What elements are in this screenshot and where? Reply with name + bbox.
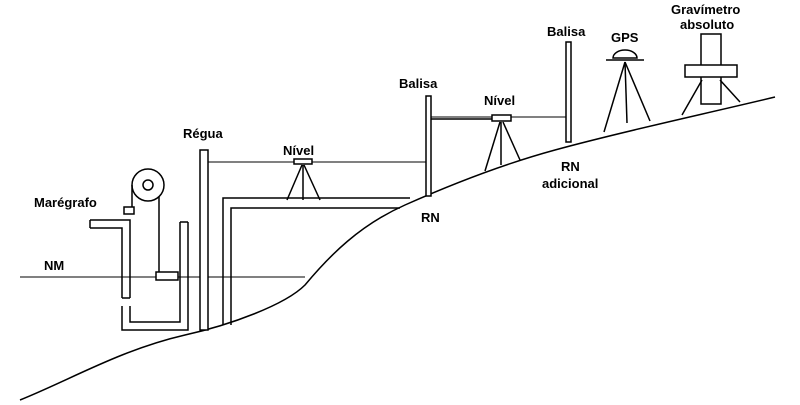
staff-label: Régua [183,126,224,141]
absolute-gravimeter [681,33,741,116]
level-1-label: Nível [283,143,314,158]
gps-label: GPS [611,30,639,45]
gravimeter-label-line2: absoluto [680,17,734,32]
nm-label: NM [44,258,64,273]
leveling-rod-1 [425,95,432,197]
level-2-label: Nível [484,93,515,108]
tide-staff [199,149,209,331]
level-instrument-2 [484,114,521,172]
level-instrument-1 [286,158,321,201]
rn-connection-inner [230,207,400,325]
rn-adicional-label-line2: adicional [542,176,598,191]
rod-1-label: Balisa [399,76,438,91]
leveling-rod-2 [565,41,572,143]
rod-2-label: Balisa [547,24,586,39]
gravimeter-label-line1: Gravímetro [671,2,740,17]
rn-adicional-label-line1: RN [561,159,580,174]
tide-gauge [89,168,189,331]
rn-label: RN [421,210,440,225]
rn-connection-outer [222,197,410,325]
terrain-profile [19,96,776,401]
tide-gauge-label: Marégrafo [34,195,97,210]
gps-receiver [603,49,651,133]
